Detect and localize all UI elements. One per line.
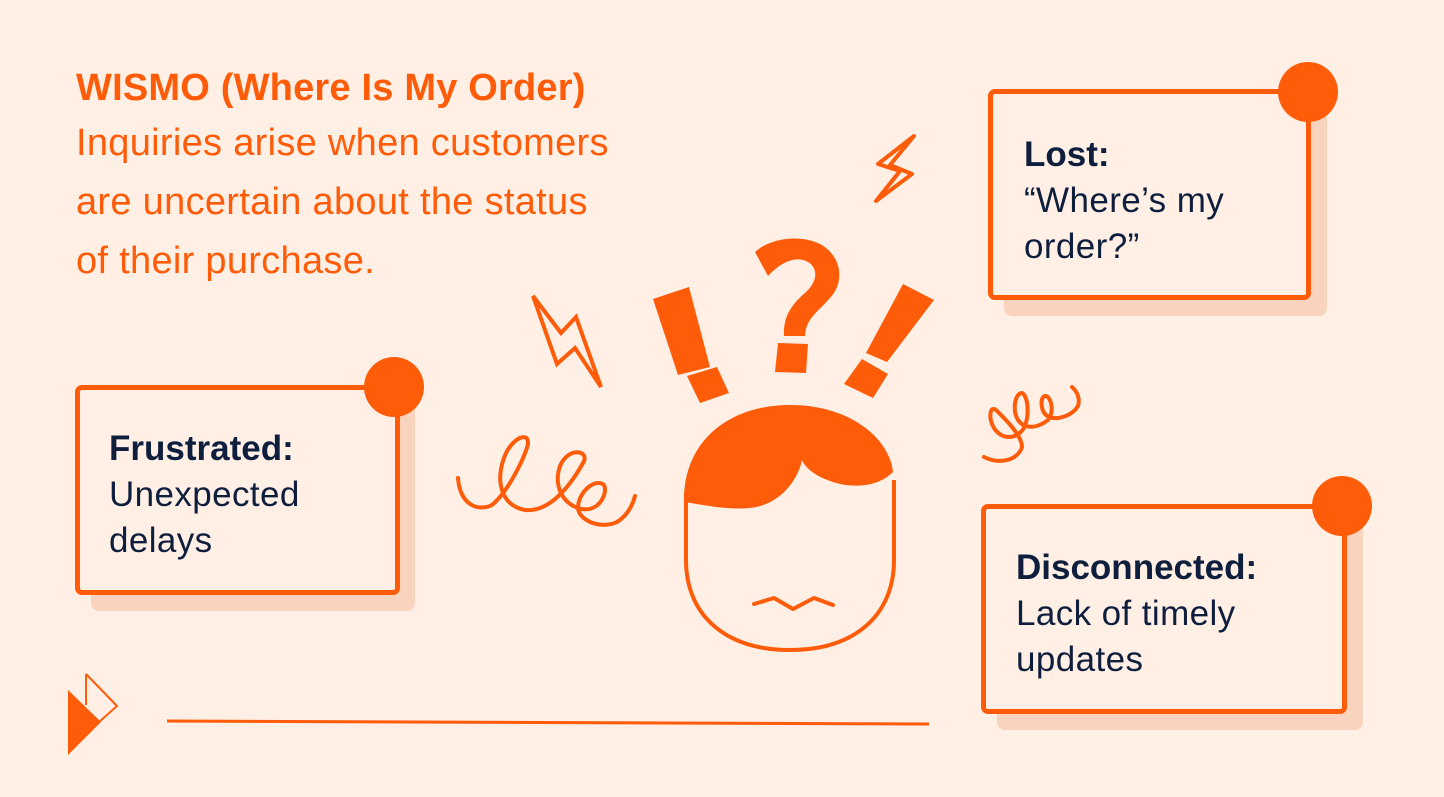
- intro-line-1: Inquiries arise when customers: [76, 122, 609, 164]
- exclamation-left-icon: [653, 287, 729, 403]
- brand-logo-icon: [68, 673, 119, 755]
- divider-line: [166, 719, 930, 726]
- page-title: WISMO (Where Is My Order): [76, 67, 586, 109]
- frustrated-card: Frustrated: Unexpected delays: [75, 385, 400, 595]
- disconnected-card: Disconnected: Lack of timely updates: [981, 504, 1347, 714]
- intro-line-2: are uncertain about the status: [76, 181, 588, 223]
- lightning-bolt-icon: [531, 294, 603, 389]
- lost-text-line-2: order?”: [1024, 227, 1140, 266]
- squiggle-icon: [456, 435, 637, 527]
- lost-label: Lost:: [1024, 135, 1110, 174]
- question-mark-icon: [755, 238, 840, 373]
- intro-line-3: of their purchase.: [76, 240, 376, 282]
- disconnected-text-line-2: updates: [1016, 640, 1144, 679]
- intro-block: WISMO (Where Is My Order) Inquiries aris…: [76, 62, 796, 291]
- disconnected-text-line-1: Lack of timely: [1016, 594, 1236, 633]
- confused-face-icon: [684, 405, 896, 653]
- frustrated-card-dot: [364, 357, 424, 417]
- frustrated-text-line-2: delays: [109, 521, 213, 560]
- lost-text-line-1: “Where’s my: [1024, 181, 1225, 220]
- disconnected-label: Disconnected:: [1016, 548, 1258, 587]
- lost-card: Lost: “Where’s my order?”: [988, 89, 1311, 300]
- lightning-bolt-small-icon: [874, 134, 916, 203]
- exclamation-right-icon: [844, 284, 934, 398]
- frustrated-label: Frustrated:: [109, 429, 294, 468]
- lost-card-dot: [1278, 62, 1338, 122]
- disconnected-card-dot: [1312, 476, 1372, 536]
- squiggle-right-icon: [982, 385, 1081, 463]
- frustrated-text-line-1: Unexpected: [109, 475, 300, 514]
